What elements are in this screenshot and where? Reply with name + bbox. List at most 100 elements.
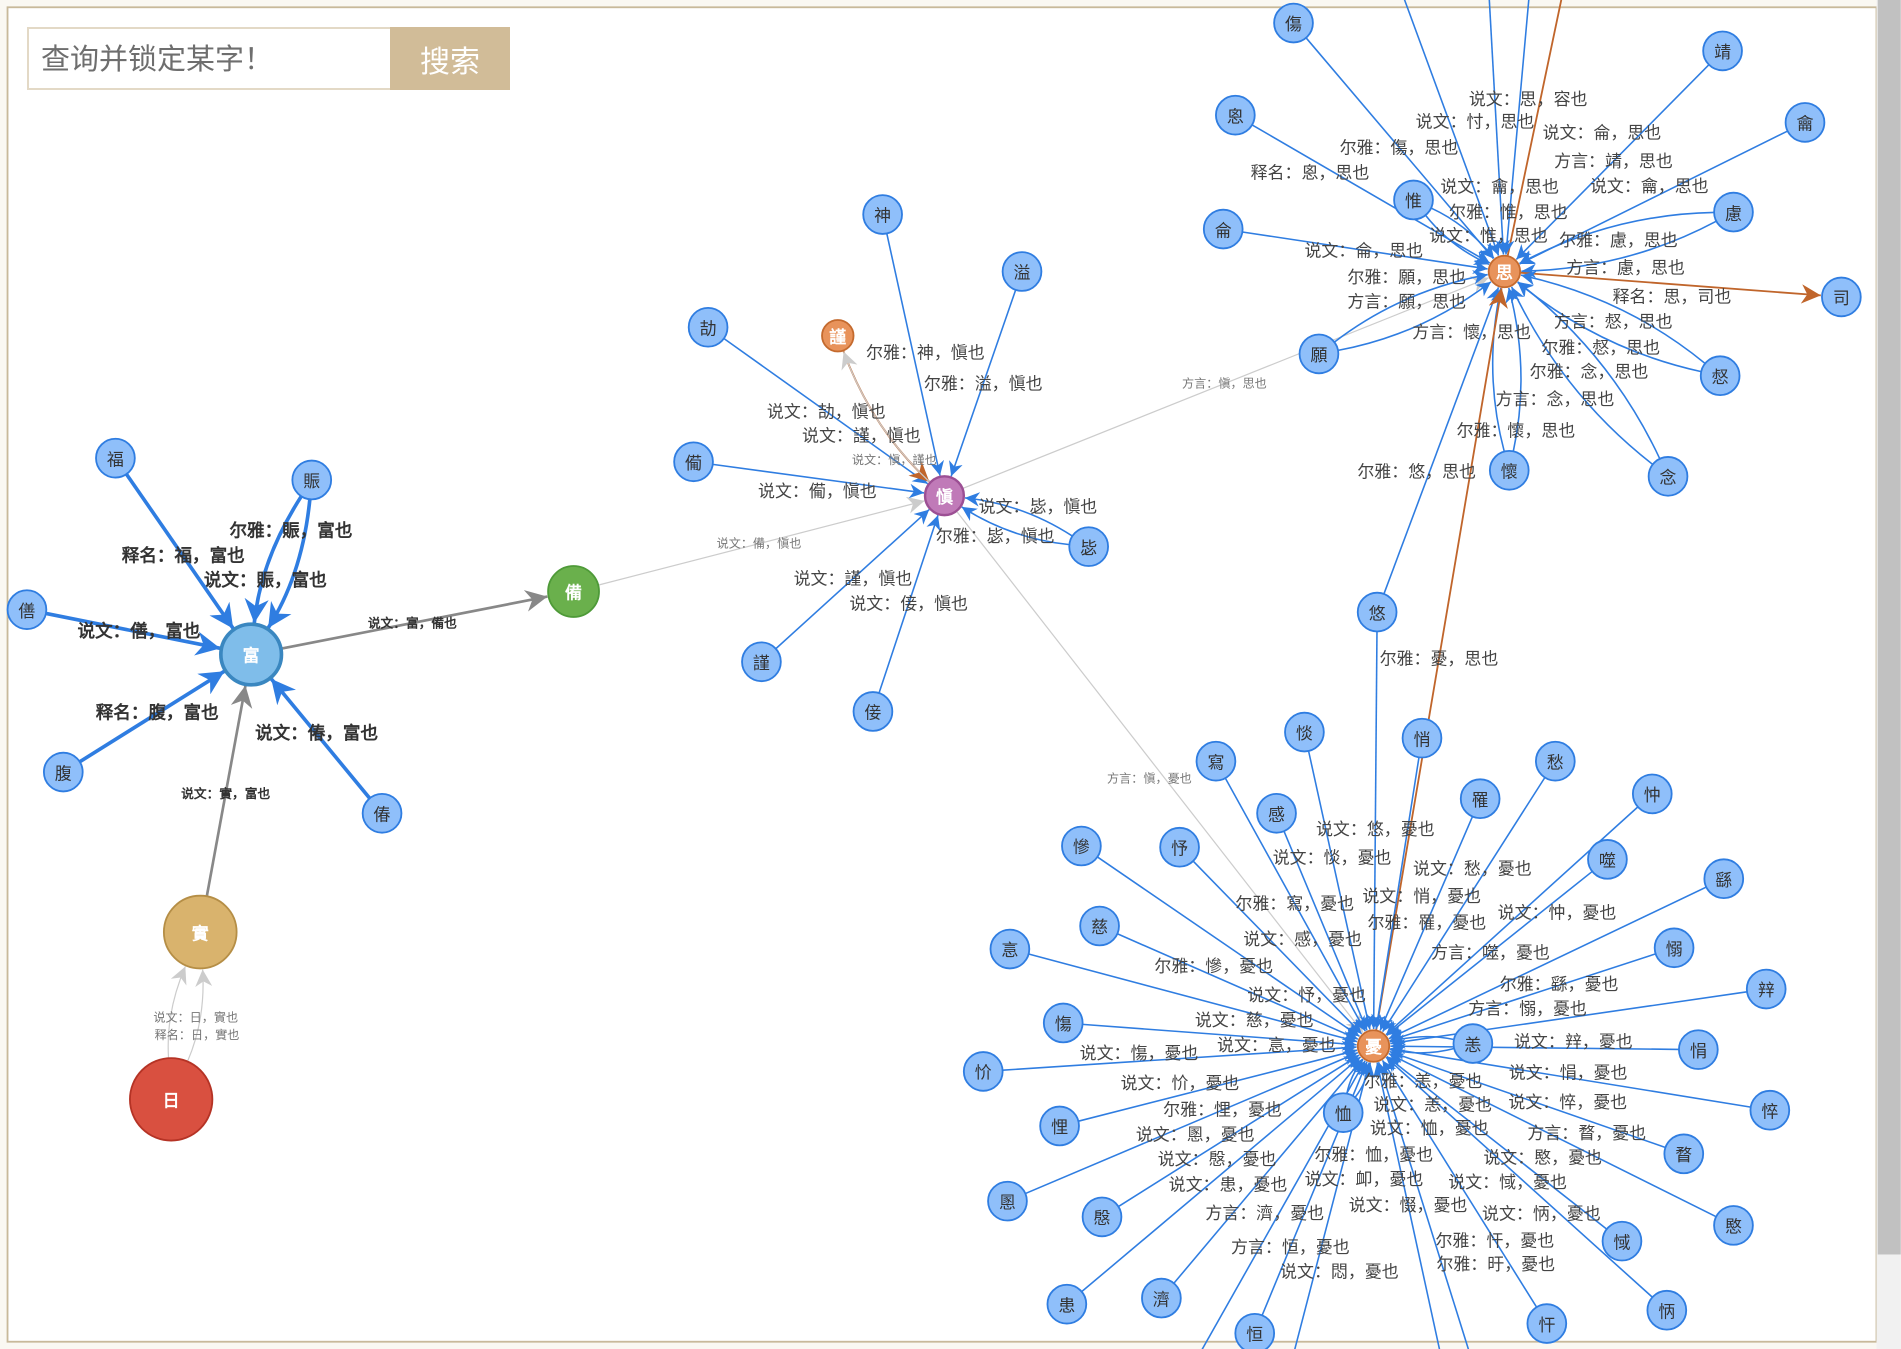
node-circle[interactable]	[1713, 191, 1754, 233]
node-blue[interactable]: 福	[95, 437, 136, 479]
node-blue[interactable]: 噬	[1587, 839, 1628, 880]
node-blue[interactable]: 毖	[1068, 526, 1109, 567]
node-circle[interactable]	[1821, 276, 1862, 318]
node-circle[interactable]	[1646, 1289, 1688, 1331]
node-blue[interactable]: 溢	[1001, 251, 1043, 292]
scrollbar-thumb[interactable]	[1877, 0, 1901, 1255]
node-blue[interactable]: 悁	[1678, 1029, 1719, 1070]
node-blue[interactable]: 劼	[687, 306, 729, 348]
node-blue[interactable]: 瞀	[1663, 1133, 1705, 1175]
node-blue[interactable]: 僐	[6, 589, 48, 630]
node-blue[interactable]: 愁	[1535, 740, 1576, 782]
node-blue[interactable]: 忡	[1631, 773, 1673, 815]
node-circle[interactable]	[1393, 179, 1434, 221]
node-circle[interactable]	[219, 622, 284, 687]
node-purple[interactable]: 愼	[923, 475, 966, 517]
node-blue[interactable]: 願	[1298, 333, 1340, 375]
node-circle[interactable]	[1356, 591, 1398, 633]
node-circle[interactable]	[6, 589, 48, 630]
node-blue[interactable]: 患	[1046, 1283, 1088, 1325]
node-circle[interactable]	[95, 437, 136, 479]
node-circle[interactable]	[1356, 1029, 1391, 1063]
node-circle[interactable]	[687, 306, 729, 348]
node-circle[interactable]	[1273, 2, 1314, 44]
node-blue[interactable]: 念	[1647, 456, 1689, 497]
node-blue[interactable]: 倿	[852, 691, 894, 732]
node-blue[interactable]: 慯	[1042, 1002, 1084, 1044]
node-circle[interactable]	[42, 751, 84, 793]
node-circle[interactable]	[1046, 1283, 1088, 1325]
search-input[interactable]	[27, 27, 402, 90]
node-orange[interactable]: 憂	[1356, 1029, 1391, 1063]
node-circle[interactable]	[1653, 927, 1695, 969]
node-blue[interactable]: 惟	[1393, 179, 1434, 221]
node-blue[interactable]: 寫	[1195, 740, 1237, 782]
node-red[interactable]: 日	[129, 1057, 214, 1142]
node-circle[interactable]	[1215, 94, 1256, 136]
node-blue[interactable]: 怲	[1646, 1289, 1688, 1331]
node-circle[interactable]	[1042, 1002, 1084, 1044]
node-circle[interactable]	[1487, 254, 1522, 289]
node-circle[interactable]	[361, 792, 403, 834]
node-circle[interactable]	[1678, 1029, 1719, 1070]
node-circle[interactable]	[1195, 740, 1237, 782]
node-circle[interactable]	[1284, 711, 1325, 753]
node-circle[interactable]	[852, 691, 894, 732]
node-circle[interactable]	[1601, 1220, 1643, 1262]
node-blue[interactable]: 龠	[1784, 102, 1826, 143]
node-blue[interactable]: 恙	[1452, 1023, 1494, 1064]
node-blue[interactable]: 悝	[1039, 1105, 1080, 1147]
node-circle[interactable]	[1703, 858, 1745, 900]
node-circle[interactable]	[129, 1057, 214, 1142]
node-blue[interactable]: 悥	[989, 928, 1031, 970]
node-circle[interactable]	[962, 1051, 1004, 1092]
node-blue[interactable]: 愵	[1653, 927, 1695, 969]
node-circle[interactable]	[923, 475, 966, 517]
node-circle[interactable]	[1749, 1089, 1791, 1131]
node-blue[interactable]: 靖	[1702, 30, 1743, 72]
node-blue[interactable]: 懷	[1488, 449, 1530, 491]
node-blue[interactable]: 愍	[1713, 1205, 1754, 1246]
node-gold[interactable]: 實	[162, 894, 238, 970]
node-circle[interactable]	[1647, 456, 1689, 497]
node-circle[interactable]	[741, 641, 782, 683]
node-circle[interactable]	[987, 1180, 1028, 1222]
node-blue[interactable]: 罹	[1459, 778, 1501, 820]
node-blue[interactable]: 恖	[1215, 94, 1256, 136]
node-circle[interactable]	[1001, 251, 1043, 292]
node-circle[interactable]	[1745, 968, 1787, 1010]
node-blue[interactable]: 惔	[1284, 711, 1325, 753]
node-blue[interactable]: 惄	[1699, 355, 1741, 397]
node-circle[interactable]	[1141, 1277, 1182, 1319]
node-circle[interactable]	[1401, 717, 1443, 759]
node-blue[interactable]: 神	[862, 194, 903, 235]
node-blue[interactable]: 忦	[962, 1051, 1004, 1092]
node-blue[interactable]: 傷	[1273, 2, 1314, 44]
node-circle[interactable]	[1488, 449, 1530, 491]
node-blue[interactable]: 辡	[1745, 968, 1787, 1010]
node-circle[interactable]	[1699, 355, 1741, 397]
node-blue[interactable]: 腹	[42, 751, 84, 793]
node-circle[interactable]	[1631, 773, 1673, 815]
node-blue[interactable]: 恤	[1322, 1092, 1364, 1133]
node-blue[interactable]: 悄	[1401, 717, 1443, 759]
node-blue[interactable]: 謹	[741, 641, 782, 683]
node-blue[interactable]: 感	[1256, 792, 1297, 834]
node-circle[interactable]	[862, 194, 903, 235]
search-button[interactable]: 搜索	[390, 27, 510, 90]
node-orange[interactable]: 謹	[821, 319, 855, 353]
node-blue[interactable]: 忬	[1159, 826, 1200, 868]
node-circle[interactable]	[1039, 1105, 1080, 1147]
node-blue[interactable]: 慇	[1081, 1196, 1123, 1238]
node-blue[interactable]: 悠	[1356, 591, 1398, 633]
node-circle[interactable]	[989, 928, 1031, 970]
node-circle[interactable]	[1068, 526, 1109, 567]
node-circle[interactable]	[1081, 1196, 1123, 1238]
node-hub-fu[interactable]: 富	[219, 622, 284, 687]
node-blue[interactable]: 偆	[361, 792, 403, 834]
node-blue[interactable]: 濟	[1141, 1277, 1182, 1319]
node-circle[interactable]	[1202, 208, 1244, 250]
node-circle[interactable]	[1535, 740, 1576, 782]
node-circle[interactable]	[1061, 825, 1102, 867]
node-blue[interactable]: 慈	[1079, 905, 1120, 947]
